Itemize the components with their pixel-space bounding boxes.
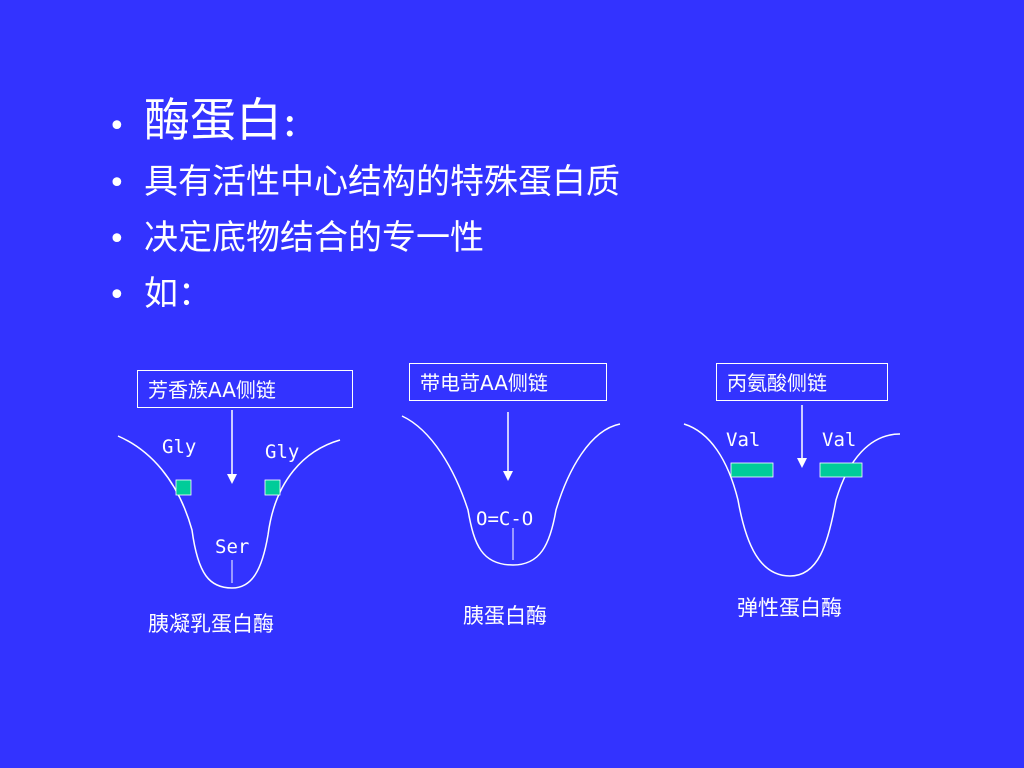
bullet-item-text: 具有活性中心结构的特殊蛋白质 bbox=[144, 162, 620, 202]
bullet-item-text: 如： bbox=[144, 274, 212, 314]
bullet-dot: • bbox=[108, 109, 126, 144]
arrow-head bbox=[797, 458, 807, 468]
residue-marker-val-right bbox=[819, 462, 863, 478]
bullet-item: • 具有活性中心结构的特殊蛋白质 bbox=[108, 154, 620, 210]
side-chain-label-elastase: 丙氨酸侧链 bbox=[716, 363, 888, 401]
enzyme-caption-elastase: 弹性蛋白酶 bbox=[737, 596, 842, 620]
bullet-item-text: 决定底物结合的专一性 bbox=[144, 218, 484, 258]
side-chain-label-trypsin: 带电苛AA侧链 bbox=[409, 363, 607, 401]
bullet-item: • 决定底物结合的专一性 bbox=[108, 210, 620, 266]
bullet-title: • 酶蛋白: bbox=[108, 84, 620, 154]
bullet-dot: • bbox=[108, 166, 126, 201]
bullet-title-text: 酶蛋白: bbox=[144, 93, 298, 147]
residue-label-gly: Gly bbox=[265, 441, 300, 463]
arrow-head bbox=[227, 474, 237, 484]
residue-label-gly: Gly bbox=[162, 436, 197, 458]
bullet-list: • 酶蛋白: • 具有活性中心结构的特殊蛋白质 • 决定底物结合的专一性 • 如… bbox=[108, 84, 620, 322]
bullet-item: • 如： bbox=[108, 266, 620, 322]
residue-marker-gly-left bbox=[175, 479, 192, 496]
residue-marker-val-left bbox=[730, 462, 774, 478]
pocket-outline-trypsin bbox=[401, 415, 621, 566]
pocket-outline-elastase bbox=[683, 423, 901, 577]
residue-label-ser: Ser bbox=[215, 536, 250, 558]
residue-marker-gly-right bbox=[264, 479, 281, 496]
bullet-dot: • bbox=[108, 222, 126, 257]
residue-label-val: Val bbox=[822, 429, 857, 451]
bullet-dot: • bbox=[108, 278, 126, 313]
enzyme-caption-trypsin: 胰蛋白酶 bbox=[463, 604, 547, 628]
side-chain-label-chymotrypsin: 芳香族AA侧链 bbox=[137, 370, 353, 408]
residue-label-carboxylate: O=C-O bbox=[476, 508, 534, 530]
residue-label-val: Val bbox=[726, 429, 761, 451]
arrow-head bbox=[503, 471, 513, 481]
enzyme-caption-chymotrypsin: 胰凝乳蛋白酶 bbox=[148, 612, 274, 636]
pocket-outline-chymotrypsin bbox=[117, 435, 341, 589]
